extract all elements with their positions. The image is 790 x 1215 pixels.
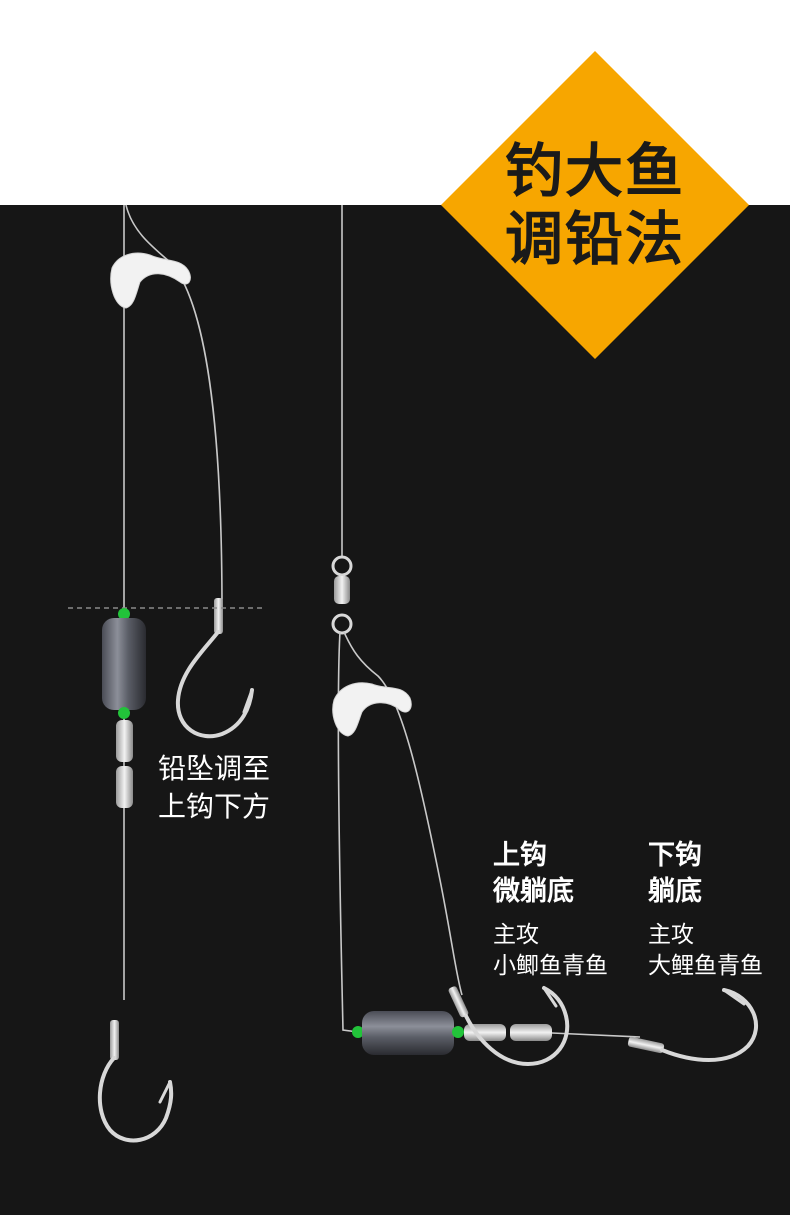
hook-icon (627, 988, 759, 1062)
lower-hook-caption: 下钩 躺底 主攻 大鲤鱼青鱼 (648, 838, 763, 982)
upper-hook-caption: 上钩 微躺底 主攻 小鲫鱼青鱼 (493, 838, 608, 982)
sleeve-lower (510, 1024, 552, 1041)
sinker-icon (362, 1011, 454, 1055)
hook-icon (97, 1020, 174, 1143)
hook-icon (175, 598, 254, 739)
left-rig (68, 204, 265, 1143)
title-line-1: 钓大鱼 (504, 137, 685, 205)
sleeve-lower (116, 766, 133, 808)
bead-icon (118, 707, 130, 719)
upper-hook-heading-1: 上钩 (493, 840, 547, 871)
badge-diamond (441, 51, 749, 359)
bead-icon (352, 1026, 364, 1038)
title-line-2: 调铅法 (504, 205, 685, 273)
left-branch-line (125, 204, 223, 611)
float-icon (110, 252, 191, 309)
lead-position-note: 铅坠调至 上钩下方 (158, 750, 270, 826)
lead-note-line-2: 上钩下方 (158, 790, 271, 823)
swivel-icon (331, 555, 353, 635)
title-text: 钓大鱼 调铅法 (441, 51, 749, 359)
title-badge: 钓大鱼 调铅法 (441, 51, 749, 359)
hook-icon (448, 986, 570, 1067)
sleeve-upper (116, 720, 133, 762)
lower-hook-target-2: 大鲤鱼青鱼 (648, 953, 763, 979)
right-rig (331, 205, 759, 1067)
lower-hook-heading-2: 躺底 (648, 876, 702, 907)
right-branch-line (343, 631, 463, 996)
bead-icon (118, 608, 130, 620)
right-lead-line (337, 631, 359, 1033)
bead-icon (452, 1026, 464, 1038)
lower-hook-heading-1: 下钩 (648, 840, 702, 871)
sinker-icon (102, 618, 146, 710)
float-icon (332, 682, 412, 737)
upper-hook-target-2: 小鲫鱼青鱼 (493, 953, 608, 979)
upper-hook-heading-2: 微躺底 (493, 876, 574, 907)
upper-hook-target-1: 主攻 (493, 922, 539, 948)
lead-note-line-1: 铅坠调至 (158, 752, 271, 785)
lower-hook-target-1: 主攻 (648, 922, 694, 948)
